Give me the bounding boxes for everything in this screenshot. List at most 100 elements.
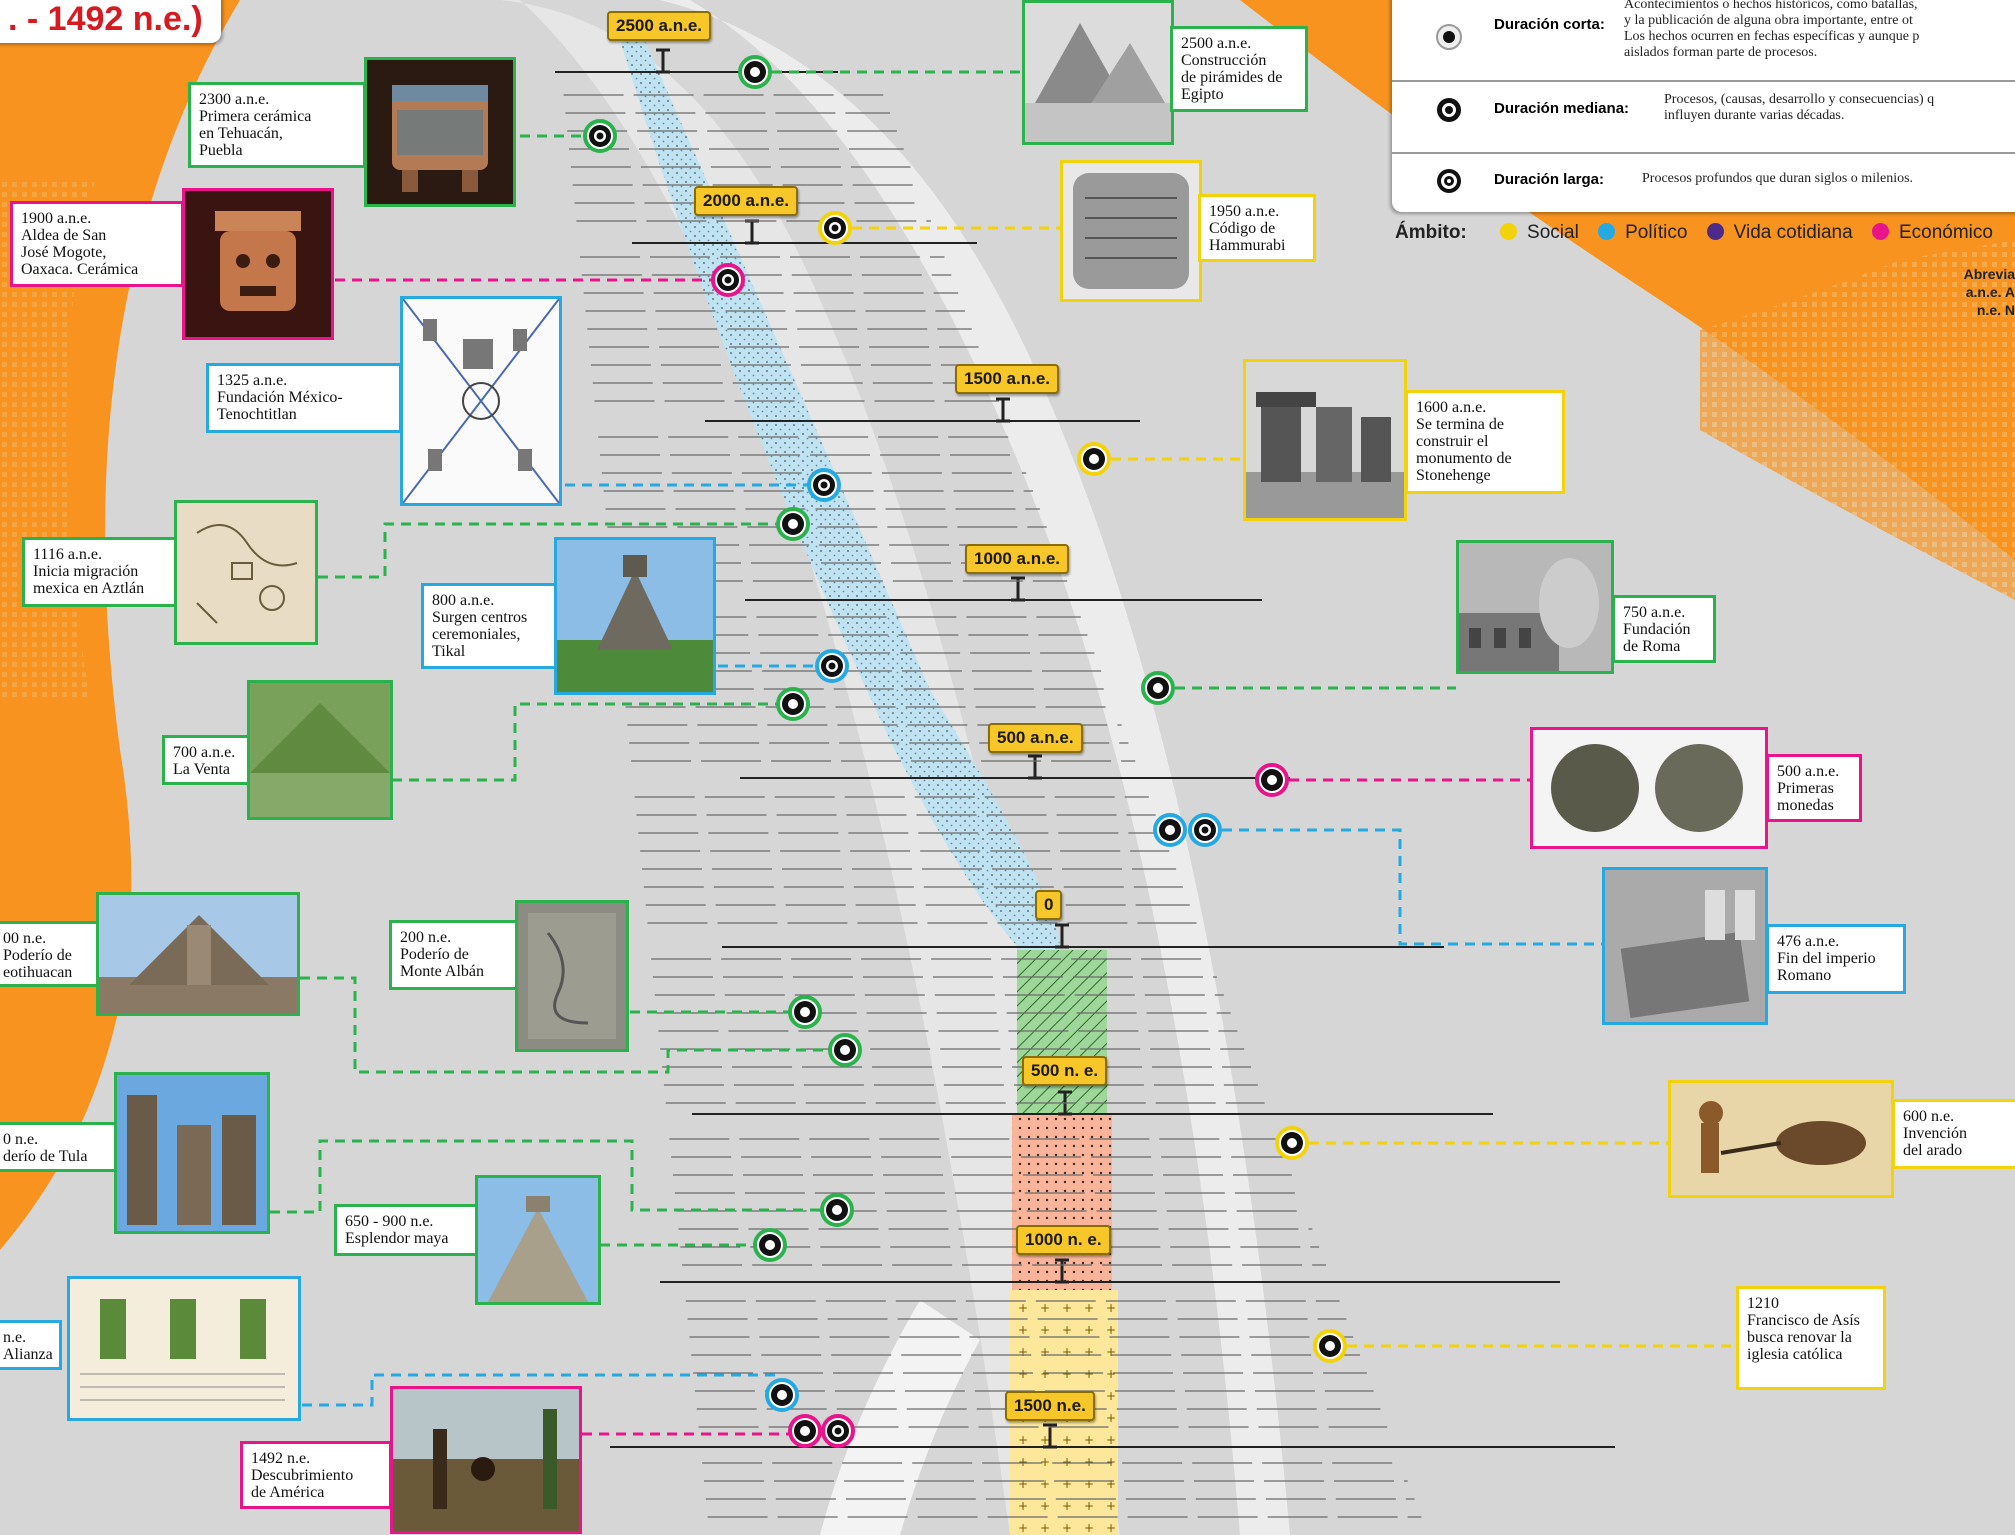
photo-monte-alban: [515, 900, 629, 1052]
marker-1000-ne: 1000 n. e.: [1016, 1225, 1111, 1255]
ambito-politico: Político: [1625, 222, 1688, 243]
event-card-monte-alban: 200 n.e. Poderío de Monte Albán: [389, 920, 519, 990]
event-dot-ring: [832, 1205, 842, 1215]
event-connector: [300, 976, 845, 1074]
event-dot-ring: [1089, 454, 1099, 464]
economico-dot: [1871, 223, 1889, 240]
photo-egypt-pyramids: [1022, 0, 1174, 145]
photo-rome-ruins: [1602, 867, 1768, 1025]
event-card-san-jose-mogote: 1900 a.n.e. Aldea de San José Mogote, Oa…: [10, 201, 184, 287]
event-dot-ring: [1267, 775, 1277, 785]
stonehenge-icon: [1246, 392, 1404, 518]
abrev-title: Abrevia: [1963, 266, 2015, 282]
cuneiform-tablet-icon: [1073, 173, 1189, 289]
legend-panel: Duración corta: Acontecimientos o hechos…: [1392, 0, 2015, 212]
event-card-stonehenge: 1600 a.n.e. Se termina de construir el m…: [1405, 390, 1565, 494]
legend-long-label: Duración larga:: [1494, 171, 1605, 188]
legend-medium-label: Duración mediana:: [1494, 100, 1630, 117]
event-dot-ring: [777, 1390, 787, 1400]
politico-dot: [1598, 223, 1616, 240]
ancient-coins-icon: [1551, 744, 1743, 832]
marker-1500-ane: 1500 a.n.e.: [955, 364, 1060, 394]
teotihuacan-pyramid-icon: [99, 915, 297, 1013]
event-card-roma: 750 a.n.e. Fundación de Roma: [1612, 595, 1716, 663]
abrev-ne: n.e. N: [1976, 302, 2015, 318]
event-dot-ring: [1325, 1341, 1335, 1351]
migration-map-icon: [196, 524, 298, 624]
event-connector: [392, 702, 793, 782]
la-venta-mound-icon: [250, 703, 390, 817]
event-dot-ring: [831, 224, 839, 232]
marker-500-ne: 500 n. e.: [1022, 1056, 1108, 1086]
event-dot-ring: [820, 481, 828, 489]
ceramic-face-icon: [215, 211, 301, 311]
event-card-descubrimiento: 1492 n.e. Descubrimiento de América: [240, 1441, 392, 1509]
event-connector: [1205, 828, 1602, 946]
photo-teotihuacan: [96, 892, 300, 1016]
photo-tikal-temple: [554, 537, 716, 695]
atlantes-icon: [127, 1095, 256, 1225]
photo-hammurabi-tablet: [1060, 160, 1202, 302]
columbus-painting-icon: [393, 1389, 579, 1531]
event-dot-ring: [596, 132, 604, 140]
event-dot-ring: [834, 1427, 842, 1435]
stone-stela-icon: [528, 913, 616, 1039]
legend-short-desc: Acontecimientos o hechos históricos, com…: [1624, 0, 1920, 60]
photo-mogote-figure: [182, 188, 334, 340]
photo-ceramic-bowl: [364, 57, 516, 207]
legend-long-desc: Procesos profundos que duran siglos o mi…: [1642, 171, 1914, 186]
event-card-fin-imperio: 476 a.n.e. Fin del imperio Romano: [1766, 924, 1906, 994]
event-dot-ring: [765, 1240, 775, 1250]
vida-cotidiana-dot: [1706, 223, 1724, 240]
tikal-pyramid-icon: [557, 555, 713, 692]
legend-row-medium: Duración mediana: Procesos, (causas, des…: [1392, 82, 2015, 154]
ambito-social: Social: [1527, 222, 1579, 243]
event-card-maya: 650 - 900 n.e. Esplendor maya: [334, 1204, 478, 1256]
photo-triple-alliance-codex: [67, 1276, 301, 1421]
event-card-tenochtitlan: 1325 a.n.e. Fundación México- Tenochtitl…: [206, 363, 402, 433]
photo-chichen-itza: [475, 1175, 601, 1305]
legend-short-label: Duración corta:: [1494, 16, 1605, 33]
legend-medium-desc: Procesos, (causas, desarrollo y consecue…: [1664, 92, 1935, 123]
page-title: . - 1492 n.e.): [0, 0, 221, 43]
roman-colosseum-icon: [1459, 558, 1599, 671]
event-connector: [270, 1139, 837, 1214]
alliance-codex-icon: [80, 1299, 285, 1401]
event-card-teotihuacan: 00 n.e. Poderío de eotihuacan: [0, 921, 100, 987]
photo-la-venta: [247, 680, 393, 820]
event-card-la-venta: 700 a.n.e. La Venta: [162, 735, 252, 785]
photo-plough: [1668, 1080, 1894, 1198]
ambito-legend: Ámbito: Social Político Vida cotidiana E…: [1395, 222, 1993, 244]
event-connector: [318, 522, 790, 579]
marker-2500-ane: 2500 a.n.e.: [607, 11, 712, 41]
long-duration-icon: [1437, 169, 1461, 193]
abrev-ane: a.n.e. A: [1965, 284, 2015, 300]
event-dot-ring: [828, 662, 836, 670]
photo-tula-atlantes: [114, 1072, 270, 1234]
band-0-500: [1017, 950, 1107, 1115]
event-dot-ring: [724, 276, 732, 284]
legend-row-long: Duración larga: Procesos profundos que d…: [1392, 154, 2015, 212]
event-dot-ring: [750, 67, 760, 77]
fallen-inscription-icon: [1620, 890, 1755, 1019]
maya-pyramid-icon: [488, 1196, 588, 1302]
event-card-francisco: 1210 Francisco de Asís busca renovar la …: [1736, 1286, 1886, 1390]
photo-rome: [1456, 540, 1614, 674]
photo-codex-mendoza: [400, 296, 562, 506]
event-dot-ring: [1201, 826, 1209, 834]
marker-0: 0: [1035, 890, 1063, 920]
social-dot: [1500, 223, 1518, 240]
codex-icon: [403, 299, 559, 503]
marker-2000-ane: 2000 a.n.e.: [694, 186, 799, 216]
map-dots-right: [1700, 240, 2015, 600]
marker-500-ane: 500 a.n.e.: [988, 723, 1083, 753]
event-dot-ring: [800, 1007, 810, 1017]
event-dot-ring: [788, 519, 798, 529]
plough-mosaic-icon: [1699, 1101, 1866, 1173]
event-dot-ring: [1287, 1138, 1297, 1148]
medium-duration-icon: [1437, 98, 1461, 122]
marker-1000-ane: 1000 a.n.e.: [965, 544, 1070, 574]
event-card-tehuacan: 2300 a.n.e. Primera cerámica en Tehuacán…: [188, 82, 366, 168]
photo-coins: [1530, 727, 1768, 849]
